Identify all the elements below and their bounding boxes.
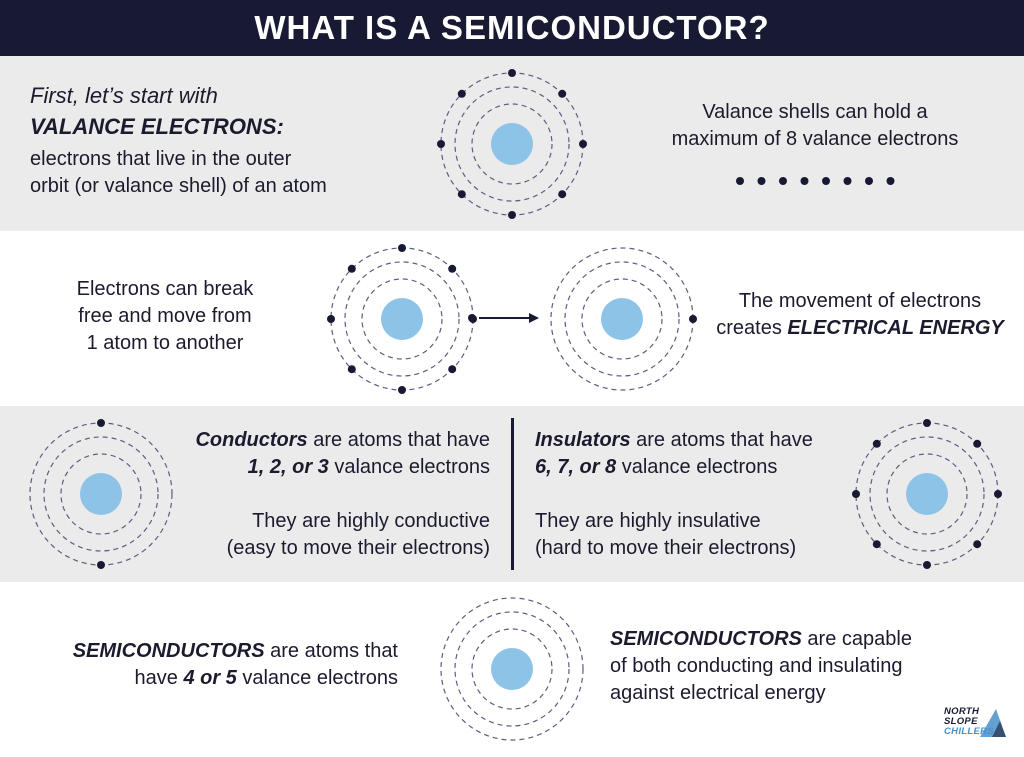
electron-transfer-arrow bbox=[468, 313, 539, 323]
semiconductors-capability-text: SEMICONDUCTORS are capable of both condu… bbox=[610, 628, 912, 704]
electron bbox=[923, 419, 931, 427]
valence-dot bbox=[886, 177, 895, 185]
orbit-ring bbox=[440, 597, 584, 741]
electron bbox=[457, 190, 466, 199]
orbit-ring bbox=[344, 261, 460, 377]
logo-line-chillers: CHILLERS bbox=[944, 726, 994, 737]
valence-dot bbox=[800, 177, 809, 185]
insulators-text: Insulators are atoms that have 6, 7, or … bbox=[535, 429, 813, 559]
section-divider bbox=[511, 418, 514, 570]
orbit-ring bbox=[454, 611, 570, 727]
valence-dot bbox=[843, 177, 852, 185]
electron bbox=[579, 140, 587, 148]
electron bbox=[457, 89, 466, 98]
atom-insulator bbox=[852, 419, 1002, 569]
valence-dot bbox=[822, 177, 830, 185]
atom-target bbox=[550, 247, 697, 391]
electron bbox=[327, 315, 335, 323]
electron bbox=[689, 315, 697, 323]
orbit-ring bbox=[471, 628, 553, 710]
mountain-icon bbox=[980, 709, 1006, 737]
electron bbox=[558, 89, 567, 98]
orbit-ring bbox=[564, 261, 680, 377]
orbit-ring bbox=[886, 453, 968, 535]
electron bbox=[923, 561, 931, 569]
valence-shell-capacity-text: Valance shells can hold a maximum of 8 v… bbox=[671, 101, 959, 150]
atom-valence-example bbox=[437, 69, 587, 219]
valence-definition: electrons that live in the outer orbit (… bbox=[30, 148, 327, 197]
electron bbox=[448, 264, 457, 273]
orbit-ring bbox=[869, 436, 985, 552]
logo-line-north: NORTH bbox=[944, 706, 980, 717]
electron bbox=[973, 439, 982, 448]
valence-dot bbox=[757, 177, 766, 185]
page-title: WHAT IS A SEMICONDUCTOR? bbox=[254, 9, 770, 46]
north-slope-chillers-logo: NORTH SLOPE CHILLERS bbox=[944, 707, 1010, 741]
electron bbox=[852, 490, 860, 498]
orbit-ring bbox=[581, 278, 663, 360]
nucleus bbox=[381, 298, 423, 340]
electron bbox=[448, 365, 457, 374]
electrons-break-free-text: Electrons can break free and move from 1… bbox=[76, 278, 254, 354]
nucleus bbox=[906, 473, 948, 515]
electrical-energy-text: The movement of electrons creates ELECTR… bbox=[716, 290, 1004, 339]
nucleus bbox=[601, 298, 643, 340]
nucleus bbox=[491, 648, 533, 690]
title-bar: WHAT IS A SEMICONDUCTOR? bbox=[0, 0, 1024, 56]
intro-text: First, let’s start with bbox=[30, 83, 218, 108]
electron bbox=[97, 561, 105, 569]
orbit-ring bbox=[60, 453, 142, 535]
valence-dot bbox=[779, 177, 787, 185]
nucleus bbox=[80, 473, 122, 515]
orbit-ring bbox=[43, 436, 159, 552]
semiconductors-definition-text: SEMICONDUCTORS are atoms that have 4 or … bbox=[72, 640, 398, 689]
atom-semiconductor bbox=[440, 597, 584, 741]
electron bbox=[347, 365, 356, 374]
electron bbox=[994, 490, 1002, 498]
electron bbox=[872, 439, 881, 448]
electron bbox=[97, 419, 105, 427]
valence-dot bbox=[736, 177, 744, 185]
electron bbox=[872, 540, 881, 549]
electron bbox=[508, 69, 516, 77]
valence-electrons-term: VALANCE ELECTRONS: bbox=[30, 114, 284, 139]
electron bbox=[558, 190, 567, 199]
electron bbox=[437, 140, 445, 148]
atom-source bbox=[327, 244, 477, 394]
conductors-text: Conductors are atoms that have 1, 2, or … bbox=[195, 429, 490, 559]
eight-electron-dots bbox=[736, 177, 895, 185]
valence-dot bbox=[865, 177, 873, 185]
atom-conductor bbox=[29, 419, 173, 569]
electron bbox=[508, 211, 516, 219]
orbit-ring bbox=[471, 103, 553, 185]
electron bbox=[398, 244, 406, 252]
nucleus bbox=[491, 123, 533, 165]
electron bbox=[973, 540, 982, 549]
orbit-ring bbox=[454, 86, 570, 202]
moving-electron bbox=[468, 314, 476, 322]
electron bbox=[398, 386, 406, 394]
logo-line-slope: SLOPE bbox=[944, 716, 978, 727]
orbit-ring bbox=[361, 278, 443, 360]
electron bbox=[347, 264, 356, 273]
